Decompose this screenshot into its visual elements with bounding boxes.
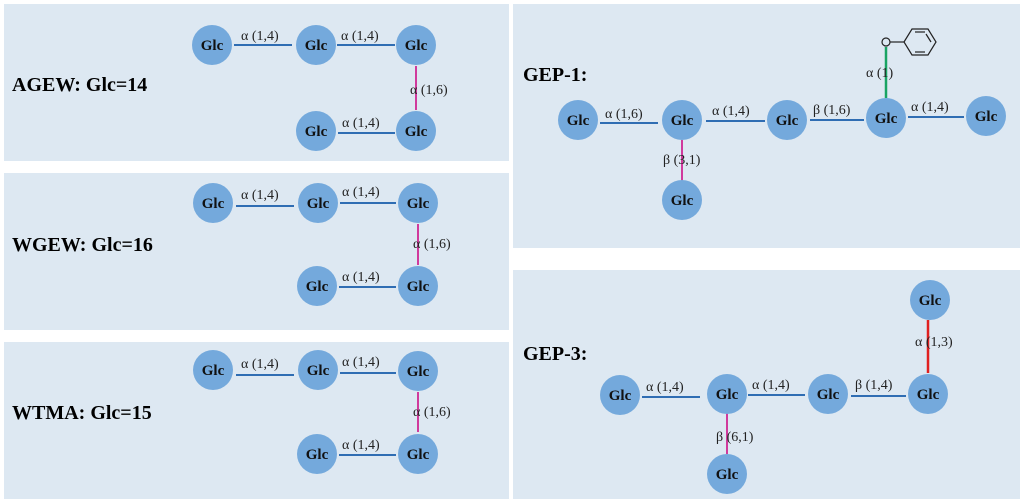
agew-glc-node: Glc	[396, 111, 436, 151]
gep1-glc-node: Glc	[866, 98, 906, 138]
svg-text:Glc: Glc	[407, 364, 430, 380]
gep1-glc-node: Glc	[966, 96, 1006, 136]
svg-text:Glc: Glc	[201, 38, 224, 54]
gep1-glc-node: Glc	[662, 100, 702, 140]
agew-structure: α (1,4) α (1,4) α (1,6) α (1,4) Glc Glc …	[192, 25, 448, 151]
gep3-structure: α (1,4) α (1,4) β (1,4) β (6,1) α (1,3) …	[600, 280, 953, 494]
gep1-bond-label-1: α (1,6)	[605, 107, 643, 122]
agew-glc-node: Glc	[192, 25, 232, 65]
panel-gep1	[513, 4, 1020, 248]
agew-glc-node: Glc	[296, 111, 336, 151]
svg-text:Glc: Glc	[405, 124, 428, 140]
wgew-bond-label-1: α (1,4)	[241, 188, 279, 203]
agew-bond-label-2: α (1,4)	[341, 29, 379, 44]
phenyl-ring-icon	[881, 28, 937, 56]
gep3-title: GEP-3:	[523, 343, 588, 365]
gep1-bond-label-6: α (1)	[866, 66, 893, 81]
wgew-bond-label-3: α (1,6)	[413, 237, 451, 252]
svg-text:Glc: Glc	[609, 388, 632, 404]
gep1-bond-label-5: β (3,1)	[663, 153, 701, 168]
svg-text:Glc: Glc	[307, 363, 330, 379]
svg-text:Glc: Glc	[671, 193, 694, 209]
svg-text:Glc: Glc	[202, 363, 225, 379]
svg-text:Glc: Glc	[776, 113, 799, 129]
gep1-glc-node: Glc	[558, 100, 598, 140]
svg-text:Glc: Glc	[306, 447, 329, 463]
gep3-glc-node: Glc	[908, 374, 948, 414]
wgew-structure: α (1,4) α (1,4) α (1,6) α (1,4) Glc Glc …	[193, 183, 451, 306]
agew-title: AGEW: Glc=14	[12, 74, 148, 96]
gep3-bond-label-4: β (6,1)	[716, 430, 754, 445]
wtma-bond-label-2: α (1,4)	[342, 355, 380, 370]
gep1-bond-label-3: β (1,6)	[813, 103, 851, 118]
agew-bond-label-3: α (1,6)	[410, 83, 448, 98]
wgew-bond-label-4: α (1,4)	[342, 270, 380, 285]
svg-text:Glc: Glc	[919, 293, 942, 309]
svg-text:Glc: Glc	[306, 279, 329, 295]
svg-text:Glc: Glc	[567, 113, 590, 129]
gep1-glc-node: Glc	[767, 100, 807, 140]
svg-text:Glc: Glc	[407, 279, 430, 295]
svg-text:Glc: Glc	[407, 196, 430, 212]
agew-bond-label-4: α (1,4)	[342, 116, 380, 131]
wgew-title: WGEW: Glc=16	[12, 234, 153, 256]
gep3-glc-node: Glc	[600, 375, 640, 415]
svg-text:Glc: Glc	[917, 387, 940, 403]
svg-text:Glc: Glc	[305, 124, 328, 140]
gep3-bond-label-1: α (1,4)	[646, 380, 684, 395]
svg-text:Glc: Glc	[305, 38, 328, 54]
gep3-glc-node: Glc	[707, 374, 747, 414]
svg-text:Glc: Glc	[817, 387, 840, 403]
wtma-glc-node: Glc	[398, 351, 438, 391]
gep3-glc-node: Glc	[808, 374, 848, 414]
wgew-glc-node: Glc	[398, 266, 438, 306]
wgew-glc-node: Glc	[398, 183, 438, 223]
svg-text:Glc: Glc	[716, 387, 739, 403]
wtma-glc-node: Glc	[398, 434, 438, 474]
agew-glc-node: Glc	[396, 25, 436, 65]
wtma-glc-node: Glc	[297, 434, 337, 474]
agew-bond-label-1: α (1,4)	[241, 29, 279, 44]
gep3-bond-label-2: α (1,4)	[752, 378, 790, 393]
wtma-glc-node: Glc	[298, 350, 338, 390]
gep1-bond-label-4: α (1,4)	[911, 100, 949, 115]
wtma-glc-node: Glc	[193, 350, 233, 390]
wtma-bond-label-3: α (1,6)	[413, 405, 451, 420]
gep1-bond-label-2: α (1,4)	[712, 104, 750, 119]
svg-text:Glc: Glc	[307, 196, 330, 212]
svg-text:Glc: Glc	[407, 447, 430, 463]
svg-text:Glc: Glc	[875, 111, 898, 127]
wgew-glc-node: Glc	[297, 266, 337, 306]
wgew-bond-label-2: α (1,4)	[342, 185, 380, 200]
gep1-structure: α (1,6) α (1,4) β (1,6) α (1,4) β (3,1) …	[558, 28, 1006, 220]
svg-text:Glc: Glc	[202, 196, 225, 212]
wgew-glc-node: Glc	[298, 183, 338, 223]
wtma-structure: α (1,4) α (1,4) α (1,6) α (1,4) Glc Glc …	[193, 350, 451, 474]
gep3-bond-label-5: α (1,3)	[915, 335, 953, 350]
wgew-glc-node: Glc	[193, 183, 233, 223]
gep3-glc-node: Glc	[910, 280, 950, 320]
gep1-glc-node: Glc	[662, 180, 702, 220]
wtma-bond-label-4: α (1,4)	[342, 438, 380, 453]
agew-glc-node: Glc	[296, 25, 336, 65]
wtma-title: WTMA: Glc=15	[12, 402, 152, 424]
gep3-glc-node: Glc	[707, 454, 747, 494]
svg-text:Glc: Glc	[716, 467, 739, 483]
gep1-title: GEP-1:	[523, 64, 588, 86]
gep3-bond-label-3: β (1,4)	[855, 378, 893, 393]
svg-text:Glc: Glc	[671, 113, 694, 129]
wtma-bond-label-1: α (1,4)	[241, 357, 279, 372]
svg-text:Glc: Glc	[975, 109, 998, 125]
svg-text:Glc: Glc	[405, 38, 428, 54]
